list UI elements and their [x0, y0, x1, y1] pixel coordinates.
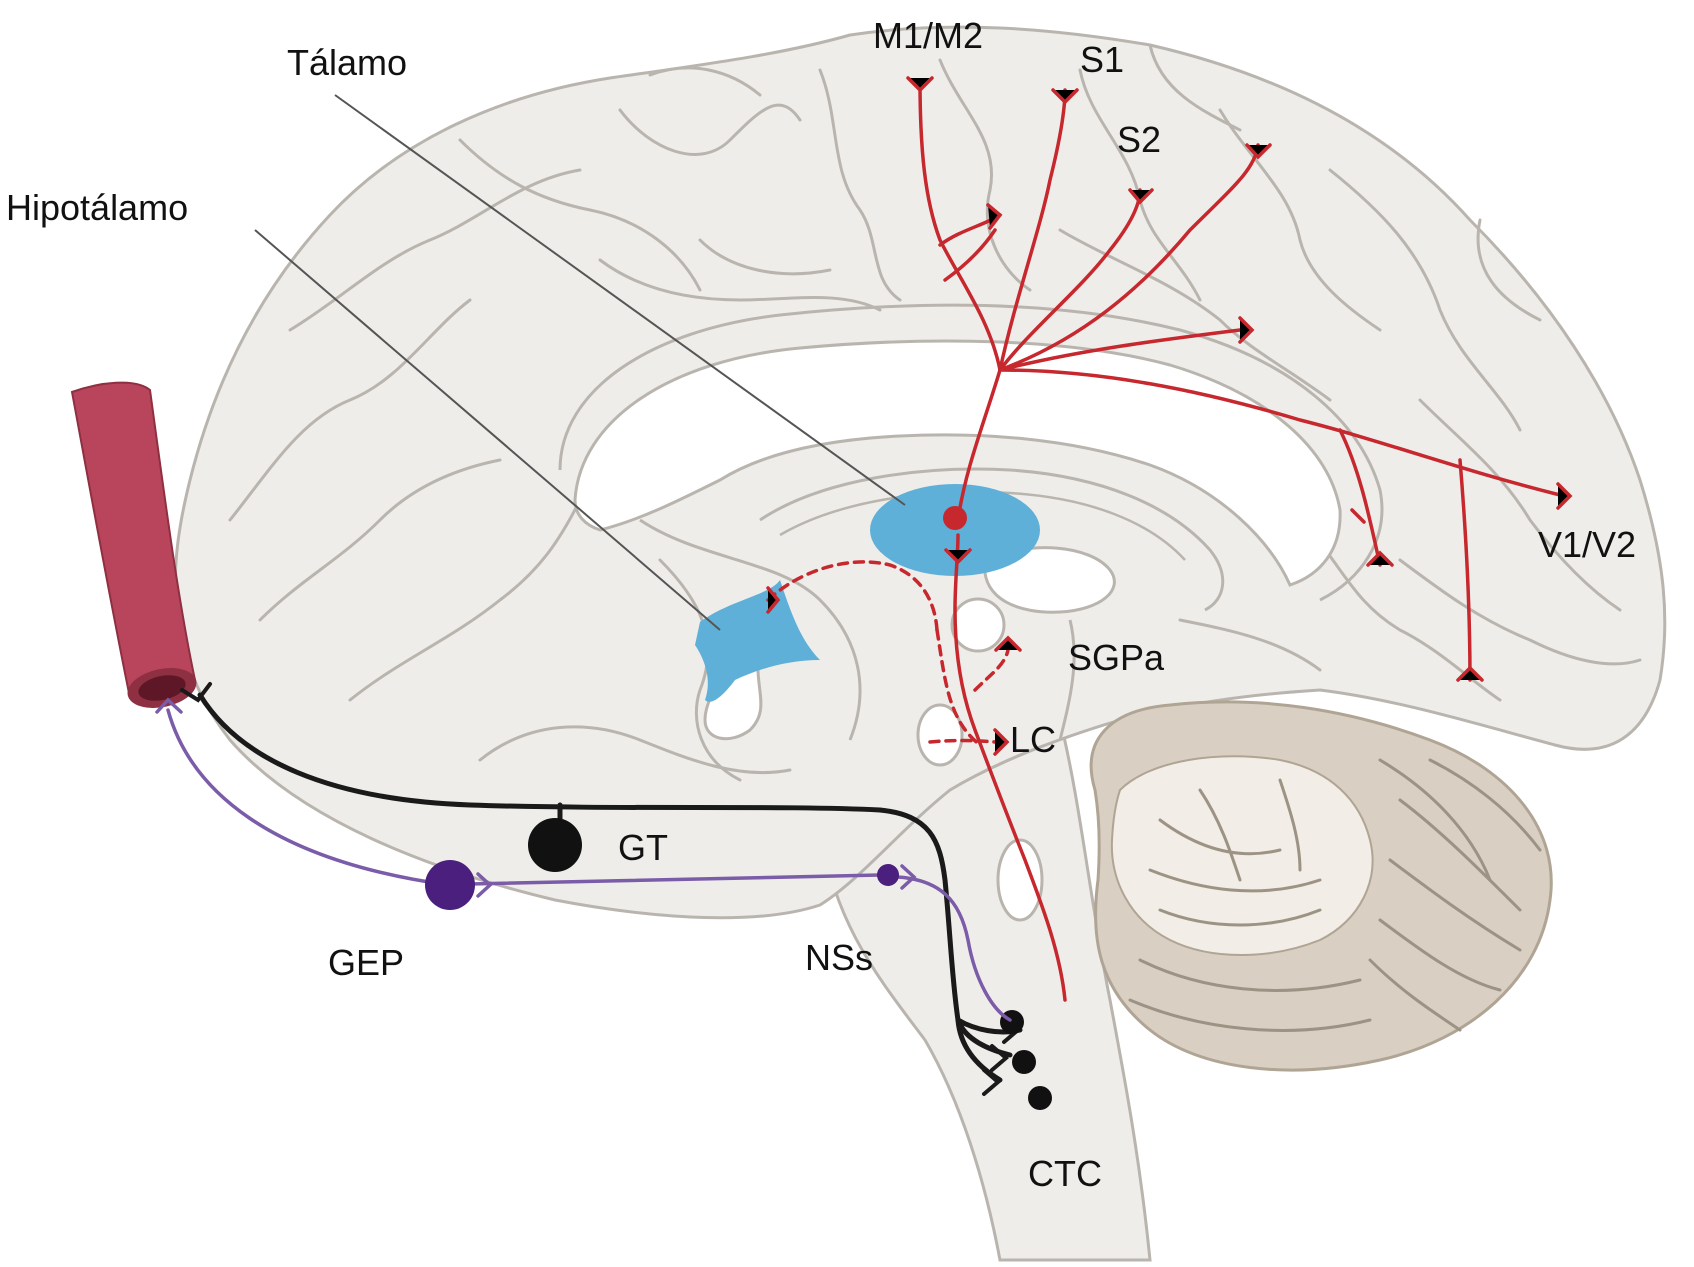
cingulate-gyrus — [558, 303, 1384, 602]
aqueduct-line — [1058, 619, 1076, 741]
cerebellum — [1089, 700, 1553, 1072]
label-s2: S2 — [1117, 119, 1161, 160]
ctc-neuron-2 — [1012, 1050, 1036, 1074]
ctc-neuron-3 — [1028, 1086, 1052, 1110]
fornix-inner — [779, 490, 1186, 561]
thalamic-neuron — [943, 506, 967, 530]
label-v1v2: V1/V2 — [1538, 524, 1636, 565]
label-sgpa: SGPa — [1068, 637, 1165, 678]
gep-neuron — [425, 860, 475, 910]
label-ctc: CTC — [1028, 1153, 1102, 1194]
hipotalamo-leader-line — [254, 229, 721, 631]
label-hipotalamo: Hipotálamo — [6, 187, 188, 228]
label-lc: LC — [1010, 719, 1056, 760]
label-talamo: Tálamo — [287, 42, 407, 83]
nss-neuron — [877, 864, 899, 886]
hypothalamic-contour — [639, 518, 862, 741]
purple-pathway — [155, 697, 1012, 1022]
noradrenergic-pathway — [766, 76, 1573, 1002]
label-s1: S1 — [1080, 39, 1124, 80]
blood-vessel — [70, 381, 197, 708]
talamo-leader-line — [334, 94, 906, 506]
cortical-gyri — [228, 43, 1642, 782]
label-gt: GT — [618, 827, 668, 868]
fornix — [759, 467, 1225, 612]
label-m1m2: M1/M2 — [873, 15, 983, 56]
gt-neuron — [528, 818, 582, 872]
corpus-callosum-ventricle — [573, 339, 1342, 587]
label-nss: NSs — [805, 937, 873, 978]
hypothalamus — [695, 580, 820, 702]
label-gep: GEP — [328, 942, 404, 983]
